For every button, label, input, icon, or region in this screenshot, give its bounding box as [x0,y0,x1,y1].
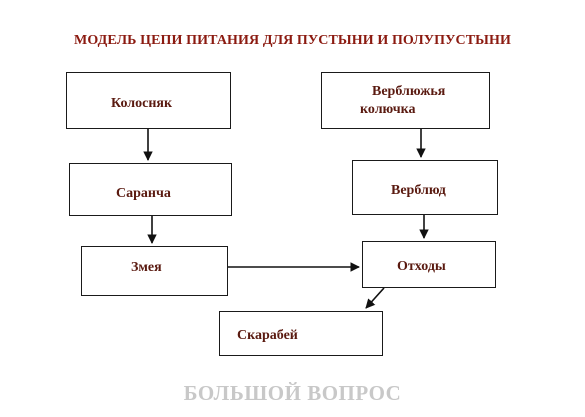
watermark-text: БОЛЬШОЙ ВОПРОС [183,381,402,405]
node-label-verblyud: Верблюд [391,183,446,198]
node-zmeya: Змея [81,246,228,296]
node-label-zmeya: Змея [131,260,162,275]
diagram-title: МОДЕЛЬ ЦЕПИ ПИТАНИЯ ДЛЯ ПУСТЫНИ И ПОЛУПУ… [74,33,511,48]
node-label-othody: Отходы [397,259,446,274]
node-kolosnyak: Колосняк [66,72,231,129]
node-verblyuzhya-kolyuchka: Верблюжья колючка [321,72,490,129]
arrow-othody-to-skarabey [365,287,385,309]
node-label-kolosnyak: Колосняк [111,96,173,111]
node-othody: Отходы [362,241,496,288]
node-label-verblyuzhya-line1: Верблюжья [372,84,446,99]
node-label-sarancha: Саранча [116,186,171,201]
node-sarancha: Саранча [69,163,232,216]
node-verblyud: Верблюд [352,160,498,215]
node-label-skarabey: Скарабей [237,328,298,343]
node-skarabey: Скарабей [219,311,383,356]
node-label-verblyuzhya-line2: колючка [360,102,416,117]
